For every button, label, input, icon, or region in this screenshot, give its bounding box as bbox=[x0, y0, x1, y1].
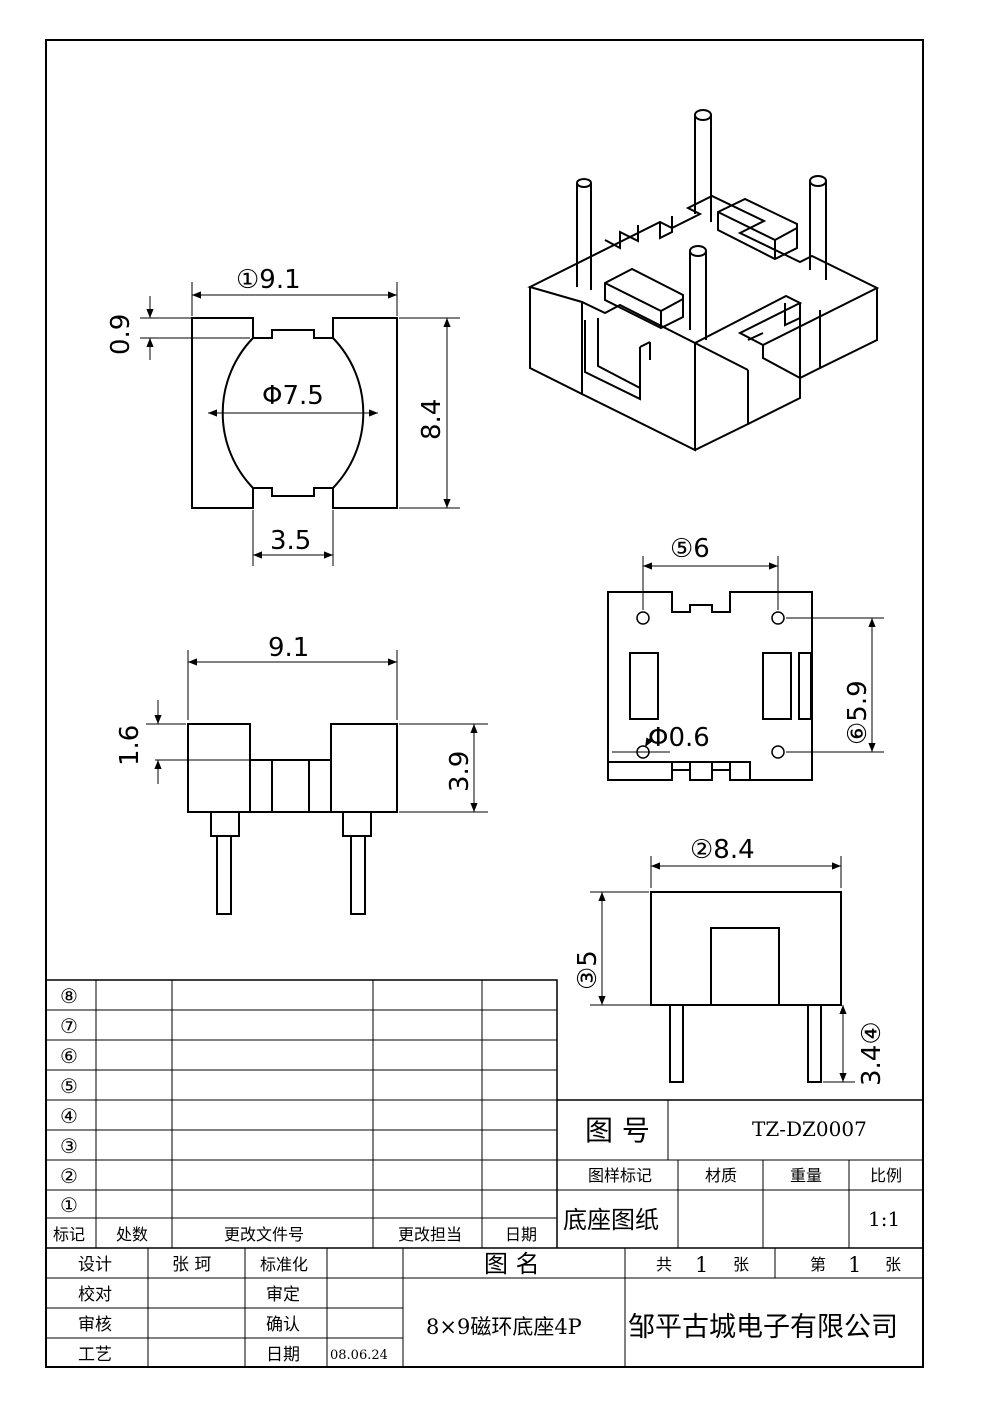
scale-value: 1:1 bbox=[868, 1207, 900, 1231]
dim-side-width: ②8.4 bbox=[690, 835, 755, 865]
audit-label: 审核 bbox=[78, 1315, 112, 1335]
revision-table: ⑧ ⑦ ⑥ ⑤ ④ ③ ② ① 标记 处数 更改文件号 更改担当 日期 bbox=[46, 979, 558, 1248]
date-label: 日期 bbox=[266, 1345, 300, 1365]
rev-header-date: 日期 bbox=[505, 1225, 537, 1244]
side-view: ②8.4 ③5 3.4④ bbox=[573, 835, 887, 1086]
rev-row-2: ② bbox=[60, 1164, 78, 1188]
rev-row-7: ⑦ bbox=[60, 1014, 78, 1038]
process-label: 工艺 bbox=[78, 1345, 112, 1365]
weight-label: 重量 bbox=[790, 1166, 822, 1185]
scale-label: 比例 bbox=[870, 1166, 902, 1185]
dim-top-width: ①9.1 bbox=[236, 265, 301, 295]
isometric-view bbox=[527, 109, 880, 452]
dim-side-height: ③5 bbox=[573, 950, 603, 990]
sheet-label: 第 bbox=[810, 1255, 826, 1274]
rev-row-3: ③ bbox=[60, 1134, 78, 1158]
rev-header-count: 处数 bbox=[116, 1225, 148, 1244]
dim-top-height: 8.4 bbox=[417, 399, 447, 440]
review-label: 审定 bbox=[266, 1285, 300, 1305]
drawing-type: 底座图纸 bbox=[563, 1206, 659, 1234]
standard-label: 标准化 bbox=[260, 1255, 308, 1274]
rev-row-6: ⑥ bbox=[60, 1044, 78, 1068]
top-view: ①9.1 0.9 Φ7.5 8.4 3.5 bbox=[106, 265, 460, 566]
rev-header-owner: 更改担当 bbox=[398, 1225, 462, 1244]
design-label: 设计 bbox=[78, 1255, 112, 1275]
mark-label: 图样标记 bbox=[588, 1166, 652, 1185]
dim-front-step: 1.6 bbox=[115, 725, 145, 766]
drawing-frame bbox=[45, 39, 924, 1368]
dim-slot-width: 3.5 bbox=[270, 526, 311, 556]
rev-header-mark: 标记 bbox=[53, 1225, 85, 1244]
bottom-view: ⑤6 ⑥5.9 Φ0.6 bbox=[607, 534, 884, 781]
front-view: 9.1 1.6 3.9 bbox=[115, 633, 488, 915]
rev-row-8: ⑧ bbox=[60, 984, 78, 1008]
dim-pin-spacing-x: ⑤6 bbox=[670, 534, 710, 564]
drawing-no-label: 图 号 bbox=[585, 1114, 650, 1147]
sheet-unit: 张 bbox=[885, 1255, 901, 1274]
confirm-label: 确认 bbox=[266, 1315, 300, 1335]
part-name: 8×9磁环底座4P bbox=[426, 1315, 582, 1339]
dim-pin-spacing-y: ⑥5.9 bbox=[843, 680, 873, 745]
rev-header-docno: 更改文件号 bbox=[224, 1225, 304, 1244]
designer: 张 珂 bbox=[172, 1255, 211, 1275]
date-value: 08.06.24 bbox=[330, 1348, 388, 1363]
dim-front-height: 3.9 bbox=[445, 751, 475, 792]
total-label: 共 bbox=[656, 1255, 672, 1274]
drawing-no: TZ-DZ0007 bbox=[752, 1117, 867, 1141]
company-name: 邹平古城电子有限公司 bbox=[628, 1312, 898, 1343]
rev-row-1: ① bbox=[60, 1193, 78, 1217]
total-value: 1 bbox=[695, 1253, 708, 1277]
name-label: 图 名 bbox=[484, 1250, 540, 1278]
sheet-value: 1 bbox=[848, 1253, 861, 1277]
dim-hole-dia: Φ7.5 bbox=[262, 381, 324, 411]
total-unit: 张 bbox=[733, 1255, 749, 1274]
check-label: 校对 bbox=[78, 1285, 112, 1305]
dim-pin-dia: Φ0.6 bbox=[648, 723, 710, 753]
title-block: 图 号 TZ-DZ0007 图样标记 材质 重量 比例 底座图纸 1:1 设计 … bbox=[46, 1099, 923, 1367]
rev-row-4: ④ bbox=[60, 1104, 78, 1128]
dim-pin-length: 3.4④ bbox=[857, 1021, 887, 1086]
material-label: 材质 bbox=[705, 1166, 737, 1185]
dim-front-width: 9.1 bbox=[268, 633, 309, 663]
dim-slot-depth: 0.9 bbox=[106, 314, 136, 355]
rev-row-5: ⑤ bbox=[60, 1074, 78, 1098]
